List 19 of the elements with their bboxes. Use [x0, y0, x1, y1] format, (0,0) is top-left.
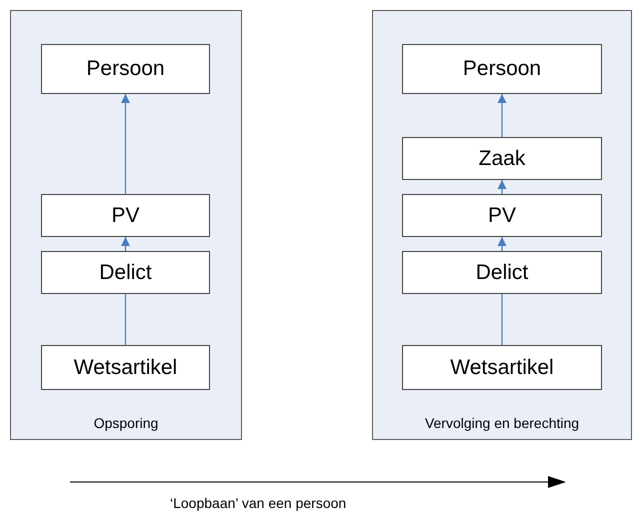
connector-arrow	[121, 237, 130, 251]
entity-box: Wetsartikel	[41, 345, 210, 390]
panel-title: Opsporing	[92, 415, 160, 431]
entity-box: PV	[402, 194, 602, 237]
entity-box: Delict	[41, 251, 210, 294]
panel-title: Vervolging en berechting	[424, 415, 580, 431]
entity-box: Persoon	[402, 44, 602, 94]
entity-box: Persoon	[41, 44, 210, 94]
entity-box: Delict	[402, 251, 602, 294]
entity-box: PV	[41, 194, 210, 237]
connector-arrow	[121, 94, 130, 194]
connector-arrow	[498, 180, 506, 194]
group-panel	[372, 10, 632, 440]
entity-box: Zaak	[402, 137, 602, 180]
connector-arrow	[498, 94, 506, 137]
entity-box: Wetsartikel	[402, 345, 602, 390]
group-panel	[10, 10, 242, 440]
axis-caption: ‘Loopbaan’ van een persoon	[170, 495, 346, 511]
connector-arrow	[498, 237, 506, 251]
